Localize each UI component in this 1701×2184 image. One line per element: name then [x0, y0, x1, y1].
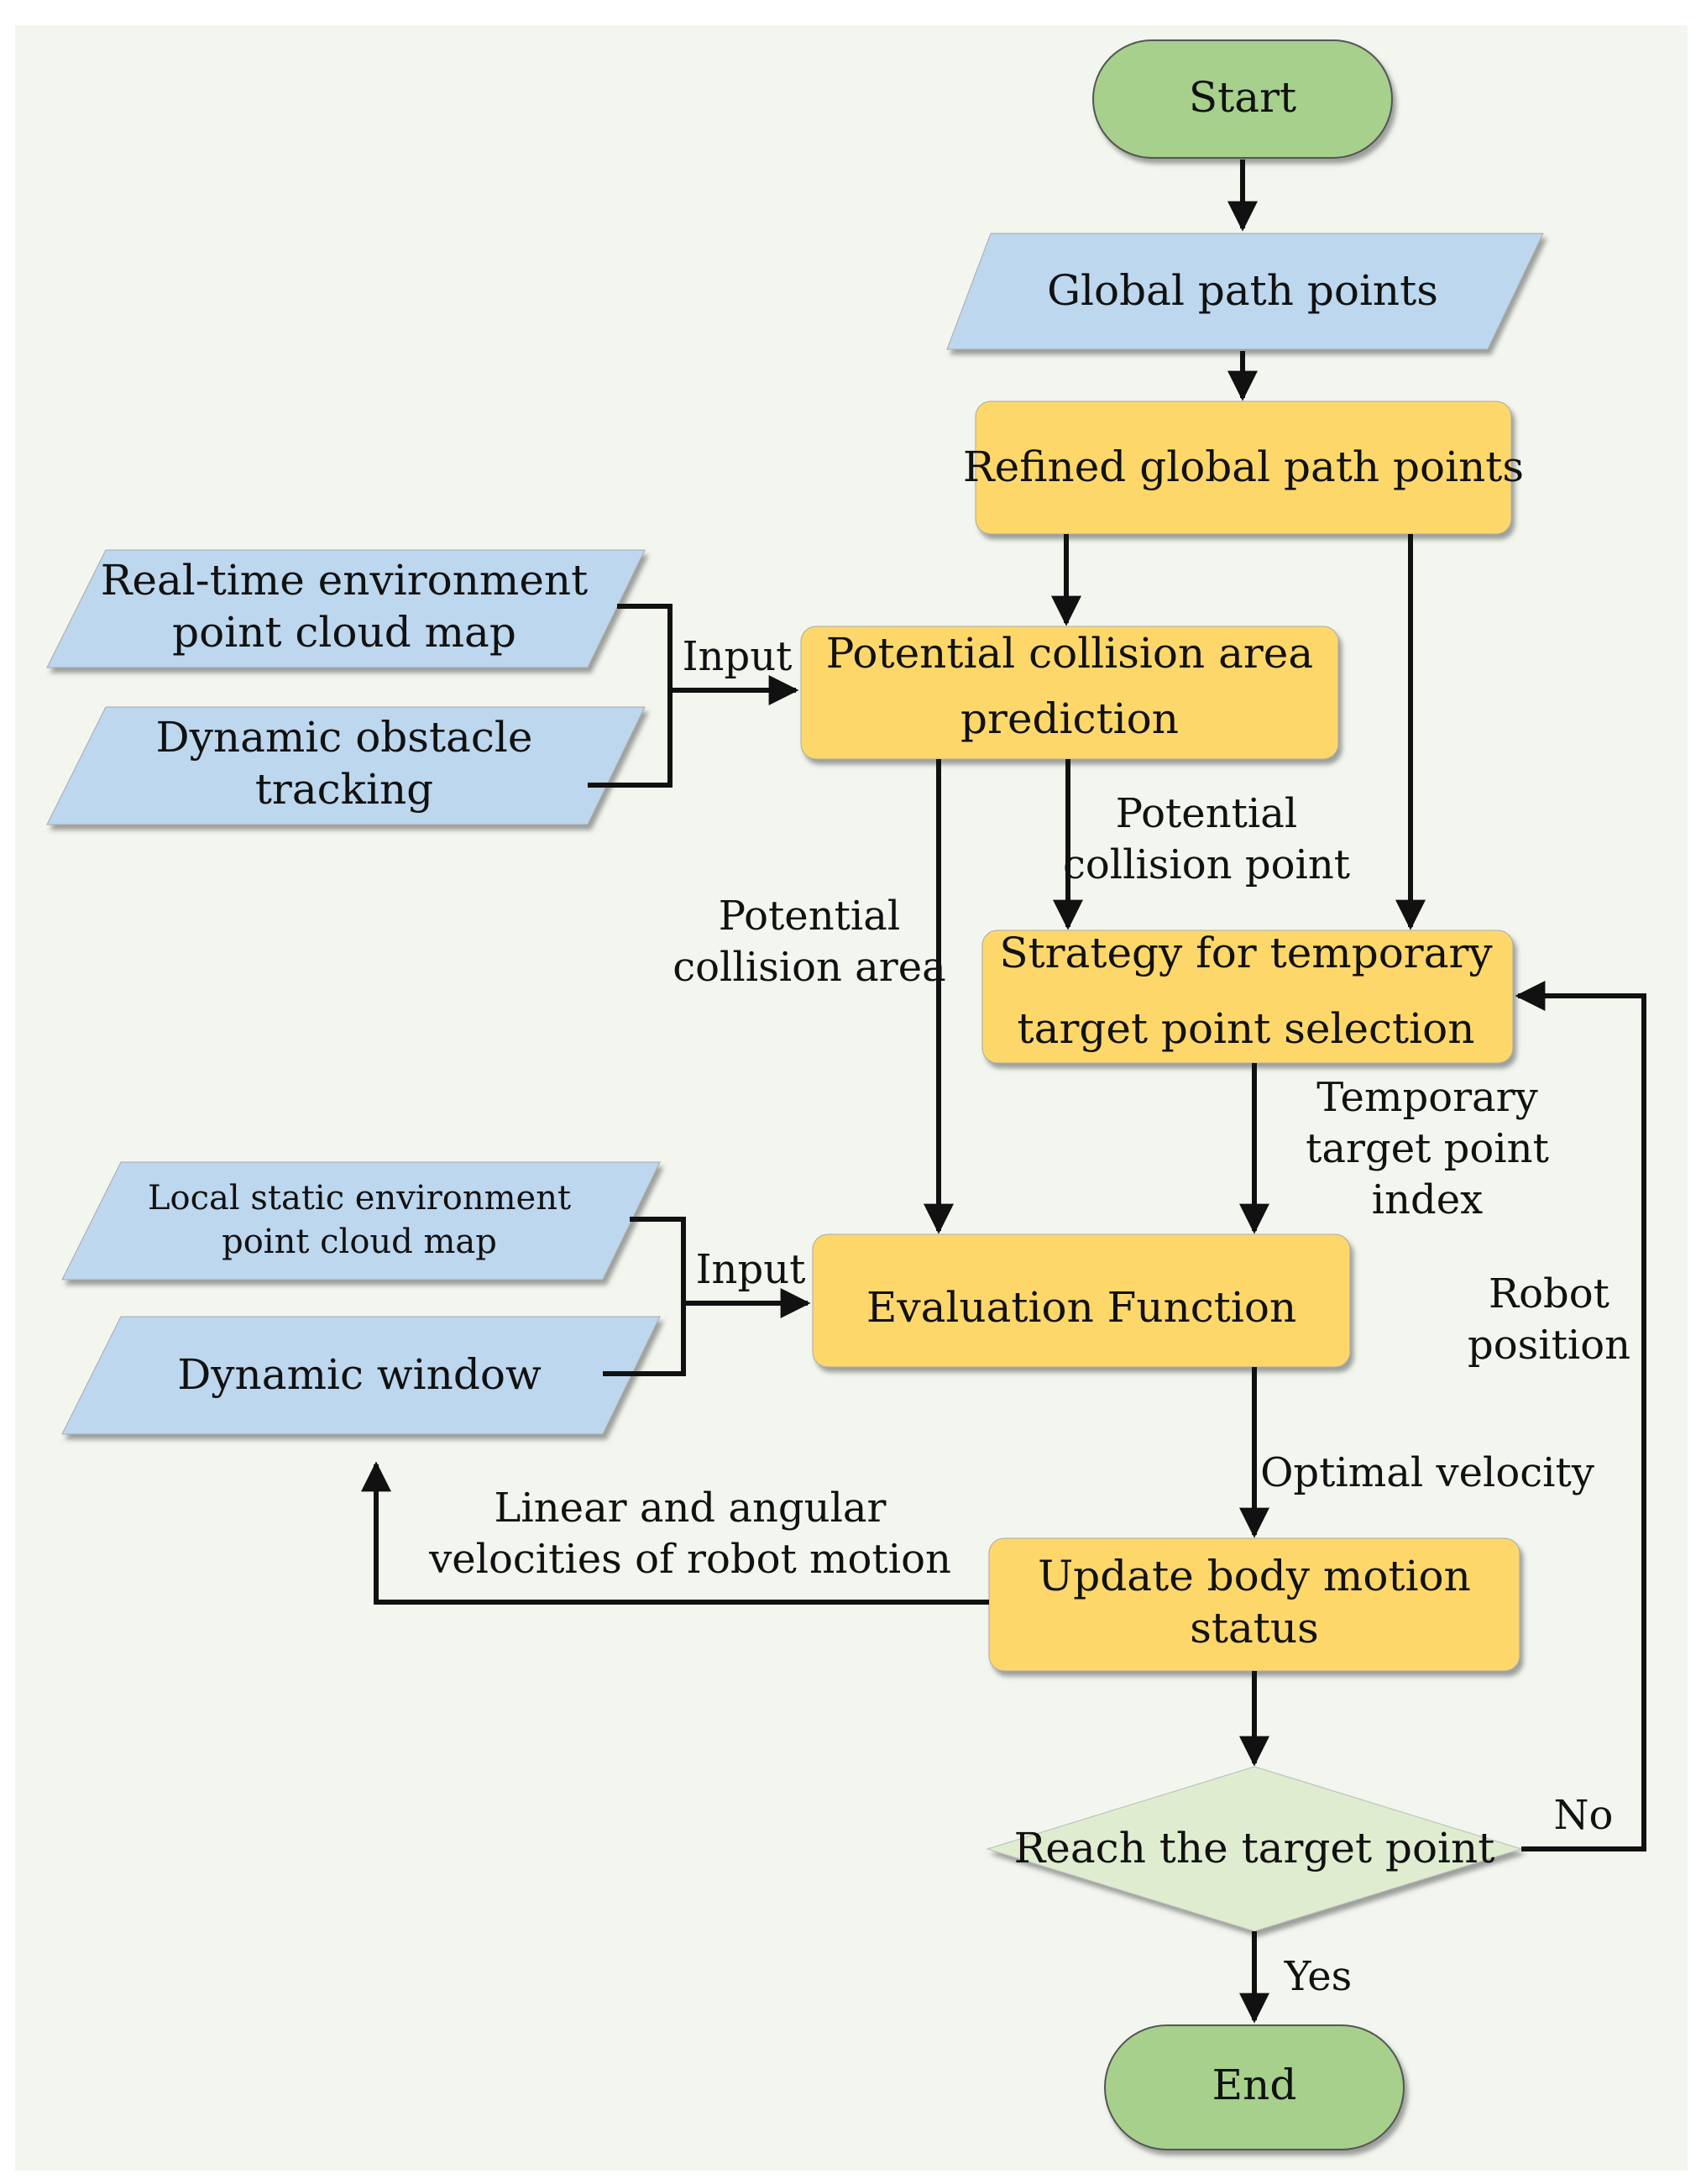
- optimal-velocity-label: Optimal velocity: [1260, 1449, 1594, 1496]
- evaluation-function-label: Evaluation Function: [866, 1283, 1296, 1332]
- end-label: End: [1212, 2061, 1297, 2109]
- linear-angular-label-line1: Linear and angular: [495, 1485, 887, 1532]
- no-label: No: [1554, 1792, 1614, 1839]
- robot-position-label-line1: Robot: [1489, 1270, 1609, 1317]
- robot-position-label-line2: position: [1468, 1322, 1630, 1369]
- input-label-bottom: Input: [696, 1246, 806, 1293]
- input-label-top: Input: [683, 633, 793, 680]
- global-path-points-label: Global path points: [1047, 266, 1438, 315]
- temp-index-label-line3: index: [1372, 1176, 1483, 1223]
- realtime-env-map-input: Real-time environment point cloud map: [46, 549, 646, 668]
- start-label: Start: [1189, 73, 1296, 122]
- dynamic-window-label: Dynamic window: [177, 1350, 542, 1399]
- collision-point-label-line2: collision point: [1063, 841, 1350, 888]
- dynamic-obstacle-line1: Dynamic obstacle: [156, 713, 533, 762]
- start-terminal: Start: [1092, 39, 1393, 159]
- collision-prediction-process: Potential collision area prediction: [800, 626, 1339, 760]
- update-motion-line2: status: [1190, 1604, 1319, 1652]
- bracket-bottom-inputs: [603, 1217, 686, 1376]
- collision-area-label-line2: collision area: [673, 944, 945, 991]
- realtime-env-map-line2: point cloud map: [172, 608, 516, 657]
- update-motion-line1: Update body motion: [1038, 1552, 1471, 1600]
- local-static-env-line2: point cloud map: [222, 1223, 497, 1261]
- arrow-update-to-dynamic-window: [361, 1461, 989, 1605]
- reach-target-label: Reach the target point: [1014, 1824, 1495, 1872]
- dynamic-window-input: Dynamic window: [61, 1316, 661, 1435]
- collision-prediction-line1: Potential collision area: [826, 629, 1313, 678]
- local-static-env-line1: Local static environment: [148, 1179, 571, 1218]
- realtime-env-map-line1: Real-time environment: [101, 556, 588, 605]
- end-terminal: End: [1104, 2024, 1405, 2150]
- collision-area-label-line1: Potential: [719, 893, 900, 940]
- refined-global-path-process: Refined global path points: [963, 401, 1524, 535]
- connectors: [361, 160, 1646, 2024]
- reach-target-decision: Reach the target point: [986, 1766, 1523, 1932]
- temp-index-label-line2: target point: [1306, 1125, 1549, 1172]
- local-static-env-map-input: Local static environment point cloud map: [61, 1161, 661, 1281]
- temp-target-strategy-line2: target point selection: [1018, 1004, 1475, 1053]
- temp-target-strategy-line1: Strategy for temporary: [999, 929, 1493, 977]
- linear-angular-label-line2: velocities of robot motion: [428, 1536, 951, 1583]
- diagram-background: [15, 25, 1688, 2171]
- update-motion-process: Update body motion status: [988, 1537, 1520, 1672]
- dynamic-obstacle-tracking-input: Dynamic obstacle tracking: [46, 706, 646, 825]
- arrow-decision-no-to-strategy: [1515, 981, 1646, 1851]
- global-path-points-input: Global path points: [946, 233, 1544, 350]
- temp-target-strategy-process: Strategy for temporary target point sele…: [981, 929, 1514, 1064]
- yes-label: Yes: [1284, 1953, 1353, 2000]
- refined-global-path-label: Refined global path points: [963, 443, 1524, 491]
- temp-index-label-line1: Temporary: [1316, 1074, 1537, 1121]
- evaluation-function-process: Evaluation Function: [812, 1233, 1351, 1368]
- dynamic-obstacle-line2: tracking: [255, 765, 433, 814]
- collision-point-label-line1: Potential: [1116, 790, 1297, 837]
- collision-prediction-line2: prediction: [960, 694, 1179, 743]
- bracket-top-inputs: [588, 604, 673, 788]
